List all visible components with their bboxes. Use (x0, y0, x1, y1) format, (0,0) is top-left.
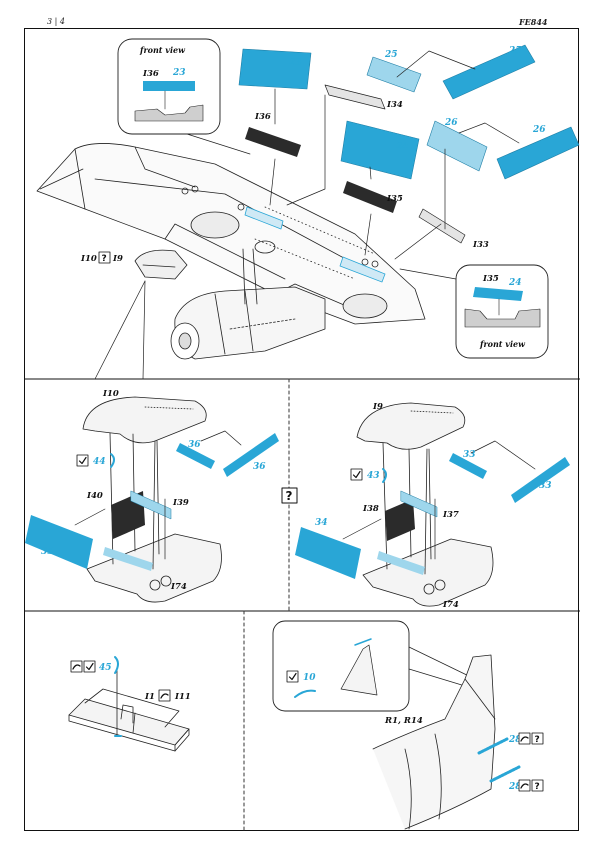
label-bottom-i1: I1 (144, 692, 155, 702)
label-i34: I34 (386, 100, 403, 110)
wing-assembly (36, 143, 426, 360)
label-pe-26b: 26 (532, 125, 546, 135)
pe-part-43 (382, 468, 387, 483)
label-pe-24: 24 (395, 142, 409, 152)
pe-part-36-right (223, 433, 279, 477)
label-mid-right-43: 43 (367, 471, 380, 481)
leader-lines-mid-left (74, 430, 242, 560)
label-bottom-45: 45 (99, 663, 112, 673)
label-mid-right-i38: I38 (362, 504, 379, 514)
label-mid-left-36a: 36 (188, 440, 201, 450)
label-mid-right-i9: I9 (372, 402, 383, 412)
label-pe-25a: 25 (384, 50, 398, 60)
label-bottom-28a: 28 (508, 735, 522, 745)
svg-text:?: ? (535, 782, 540, 792)
inset-left-pe-label: 23 (172, 68, 186, 78)
label-bottom-i11: I11 (174, 692, 191, 702)
svg-text:?: ? (102, 254, 107, 264)
label-mid-left-i74: I74 (170, 582, 187, 592)
assembly-bottom-left-tray (68, 668, 190, 752)
label-bottom-10: 10 (303, 673, 316, 683)
label-mid-left-35: 35 (41, 547, 54, 557)
pe-part-44 (110, 453, 115, 468)
pe-part-26-blue (496, 126, 580, 180)
label-bottom-28b: 28 (508, 782, 522, 792)
tail-fuselage (372, 654, 496, 830)
check-icon (83, 660, 96, 673)
label-pe-25b: 25 (508, 46, 522, 56)
label-bottom-r-parts: R1, R14 (384, 716, 423, 726)
svg-text:?: ? (286, 489, 293, 503)
pe-part-23-top (238, 48, 312, 90)
leader-lines-top (94, 50, 520, 380)
pe-part-28a (477, 737, 509, 755)
label-mid-left-i40: I40 (86, 491, 103, 501)
label-pe-26a: 26 (444, 118, 458, 128)
inset-right-resin-label: I35 (482, 274, 499, 284)
question-icon: ? (531, 779, 544, 792)
label-mid-left-i39: I39 (172, 498, 189, 508)
pe-part-33-right (511, 457, 570, 503)
label-i33: I33 (472, 240, 489, 250)
svg-text:?: ? (535, 735, 540, 745)
check-icon (286, 670, 299, 683)
pe-part-i39-light (130, 490, 172, 520)
pe-part-45 (114, 656, 119, 674)
assembly-mid-left (82, 396, 222, 603)
pe-part-25-blue (442, 44, 536, 100)
resin-part-i35 (343, 181, 397, 213)
label-mid-right-33a: 33 (463, 450, 476, 460)
resin-part-i36 (245, 127, 301, 157)
check-icon (350, 468, 363, 481)
pe-part-26-light (426, 120, 488, 172)
bend-icon (518, 779, 531, 792)
pe-part-28b (489, 765, 521, 783)
pe-strip-base-right (377, 551, 425, 575)
pe-part-25-light (366, 56, 422, 93)
resin-part-i34 (324, 84, 386, 110)
pe-strip-base-left (103, 547, 153, 571)
instruction-sheet-frame: front view I36 23 I35 24 front view 23 2… (24, 28, 581, 833)
label-i10: I10 (80, 254, 97, 264)
label-i36: I36 (254, 112, 271, 122)
pe-part-36-left (176, 443, 215, 469)
pe-part-34 (295, 527, 361, 579)
label-mid-right-33b: 33 (539, 481, 552, 491)
resin-part-i33 (418, 208, 466, 244)
label-mid-right-i74: I74 (442, 600, 459, 610)
page-number: 3 | 4 (47, 17, 65, 26)
label-mid-left-i10: I10 (102, 389, 119, 399)
sheet-code: FE844 (519, 17, 548, 27)
pe-part-33-left (449, 453, 487, 479)
label-i35: I35 (386, 194, 403, 204)
inset-left-resin-label: I36 (142, 69, 159, 79)
assembly-mid-right (356, 402, 494, 607)
pe-part-35 (25, 515, 93, 569)
question-icon: ? (98, 251, 111, 264)
inset-right-pe-label: 24 (508, 278, 522, 288)
instruction-diagram: front view I36 23 I35 24 front view 23 2… (24, 38, 581, 833)
label-i9: I9 (112, 254, 123, 264)
label-mid-right-34: 34 (315, 518, 328, 528)
bend-icon (518, 732, 531, 745)
check-icon (76, 454, 89, 467)
inset-bottom-right: 10 (272, 620, 476, 712)
bend-icon (70, 660, 83, 673)
question-icon-center: ? (281, 487, 298, 504)
inset-front-view-right: I35 24 front view (399, 264, 549, 359)
bend-icon (158, 689, 171, 702)
label-mid-left-36b: 36 (253, 462, 266, 472)
inset-left-title: front view (139, 45, 186, 55)
inset-front-view-left: front view I36 23 (117, 38, 251, 155)
label-pe-23: 23 (288, 58, 302, 68)
label-mid-left-44: 44 (93, 457, 106, 467)
inset-right-title: front view (479, 339, 526, 349)
leader-lines-mid-right (342, 440, 536, 560)
resin-part-i38 (385, 499, 415, 541)
pe-part-i37-light (400, 490, 438, 518)
label-mid-right-i37: I37 (442, 510, 459, 520)
question-icon: ? (531, 732, 544, 745)
pe-part-24-top (340, 120, 420, 180)
